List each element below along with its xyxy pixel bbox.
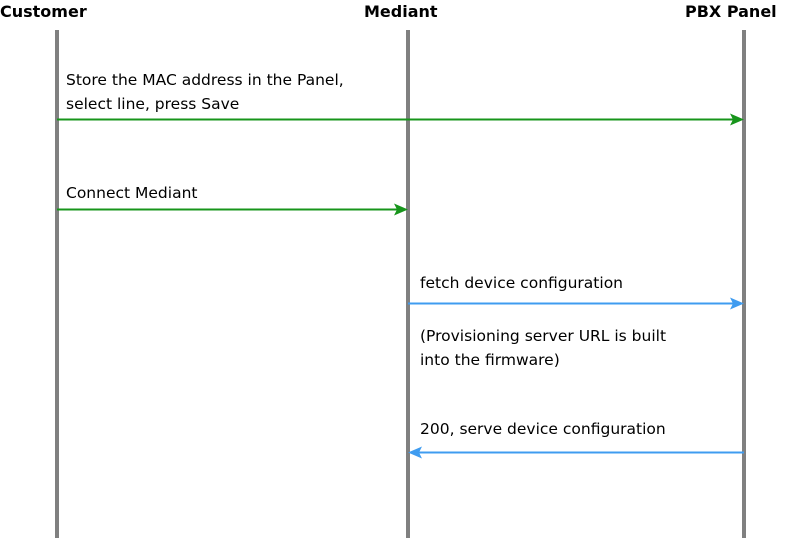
participant-label-customer: Customer	[0, 2, 87, 21]
message-label-connect-mediant: Connect Mediant	[66, 184, 198, 202]
lifeline-pbx	[742, 30, 746, 538]
message-label-200-serve-device-configuration: 200, serve device configuration	[420, 420, 666, 438]
note-provisioning-server-url: (Provisioning server URL is built into t…	[420, 327, 667, 369]
participant-label-pbx: PBX Panel	[685, 2, 777, 21]
message-arrow-fetch-device-configuration	[408, 297, 744, 310]
lifeline-customer	[55, 30, 59, 538]
message-label-store-mac-address: Store the MAC address in the Panel, sele…	[66, 71, 344, 113]
participant-label-mediant: Mediant	[364, 2, 438, 21]
message-label-fetch-device-configuration: fetch device configuration	[420, 274, 623, 292]
message-arrow-200-serve-device-configuration	[408, 446, 744, 459]
lifeline-mediant	[406, 30, 410, 538]
